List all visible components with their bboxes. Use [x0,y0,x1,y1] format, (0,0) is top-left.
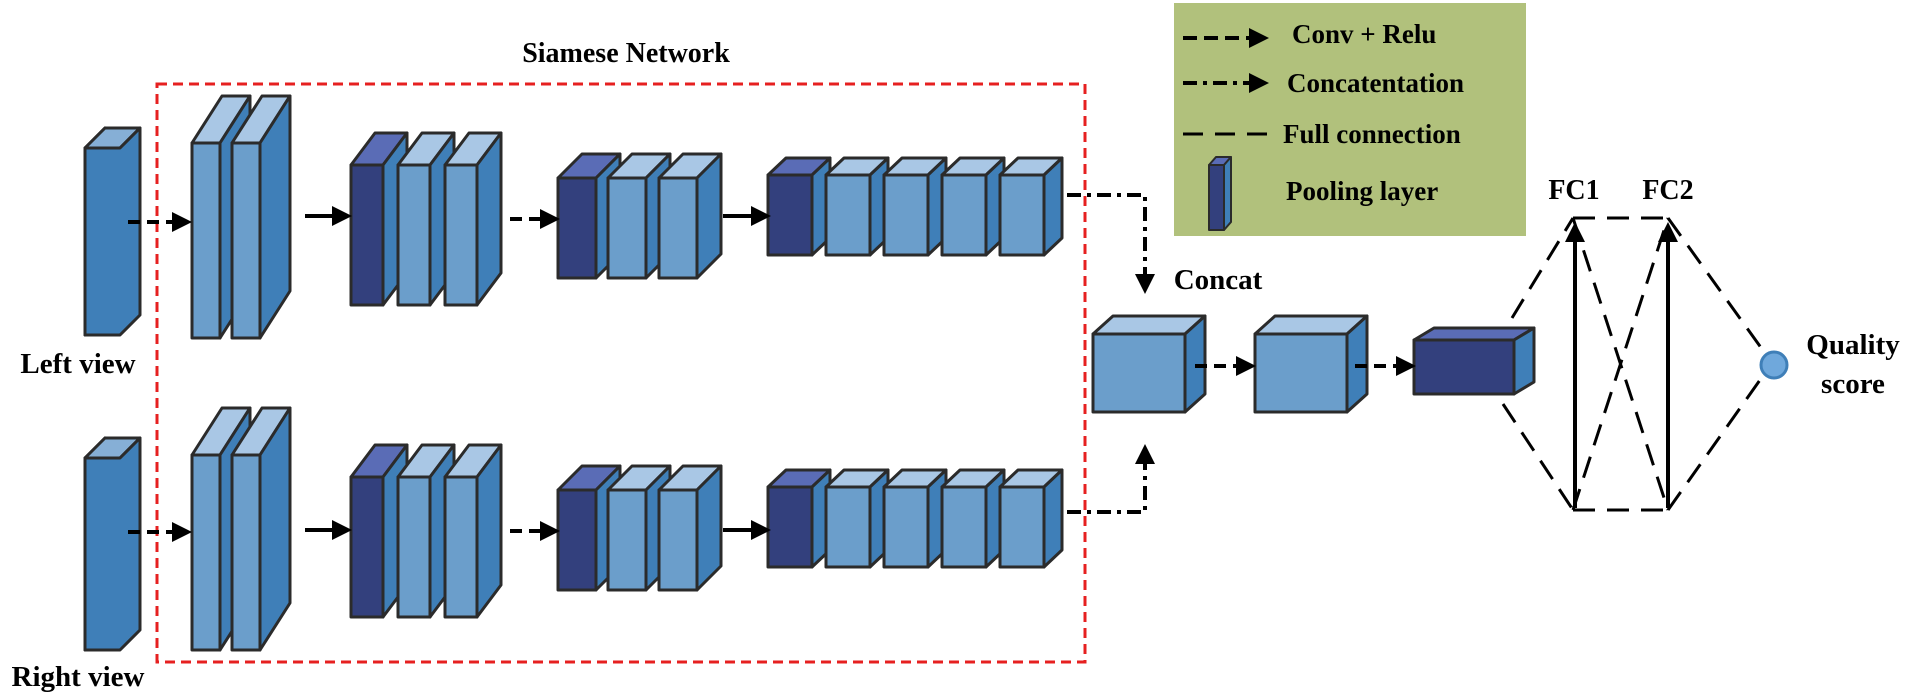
top-branch-conv-block [940,156,1006,257]
legend-pool-symbol [1208,156,1232,231]
bottom-branch-conv-block [230,406,292,652]
concat-block [1091,314,1207,414]
bottom-branch-conv-block [606,464,672,592]
top-branch-conv-block [230,94,292,340]
bottom-branch-conv-block [824,468,890,569]
bottom-branch-pooling-block [766,468,832,569]
bottom-branch-conv-block [940,468,1006,569]
right-view-input [83,436,142,652]
bottom-branch-conv-block [882,468,948,569]
bottom-branch-conv-block [998,468,1064,569]
siamese-network-title: Siamese Network [522,38,730,69]
legend-full-label: Full connection [1283,119,1461,149]
right-view-label: Right view [12,661,145,693]
legend-concat-label: Concatentation [1287,68,1464,98]
quality-score-label-line2: score [1821,368,1885,400]
legend-pool-label: Pooling layer [1286,176,1438,206]
legend-conv-label: Conv + Relu [1292,19,1436,49]
concat-arrows [1067,193,1155,514]
concat-arrow-top [1067,193,1155,294]
fc2-label: FC2 [1642,175,1693,206]
fc1-label: FC1 [1548,175,1599,206]
top-branch-conv-block [824,156,890,257]
siamese-network-boundary [155,82,1087,664]
merged-pooling-block [1412,326,1536,396]
legend-background [1174,3,1526,236]
top-branch-pooling-block [766,156,832,257]
top-branch-conv-block [657,152,723,280]
bottom-branch-conv-block [657,464,723,592]
quality-score-label-line1: Quality [1806,329,1900,361]
top-branch-conv-block [882,156,948,257]
layer-blocks [190,94,1536,652]
concat-label: Concat [1174,264,1263,296]
top-branch-conv-block [998,156,1064,257]
bottom-branch-conv-block [443,443,503,619]
merged-conv-block [1253,314,1369,414]
concat-arrow-bottom [1067,444,1155,514]
quality-score-node [1759,350,1789,380]
full-connection-lines [1501,216,1774,512]
left-view-label: Left view [20,348,135,380]
legend: Conv + Relu Concatentation Full connecti… [1174,3,1526,236]
conv-arrows [128,206,1416,542]
left-view-input [83,126,142,337]
top-branch-conv-block [443,131,503,307]
